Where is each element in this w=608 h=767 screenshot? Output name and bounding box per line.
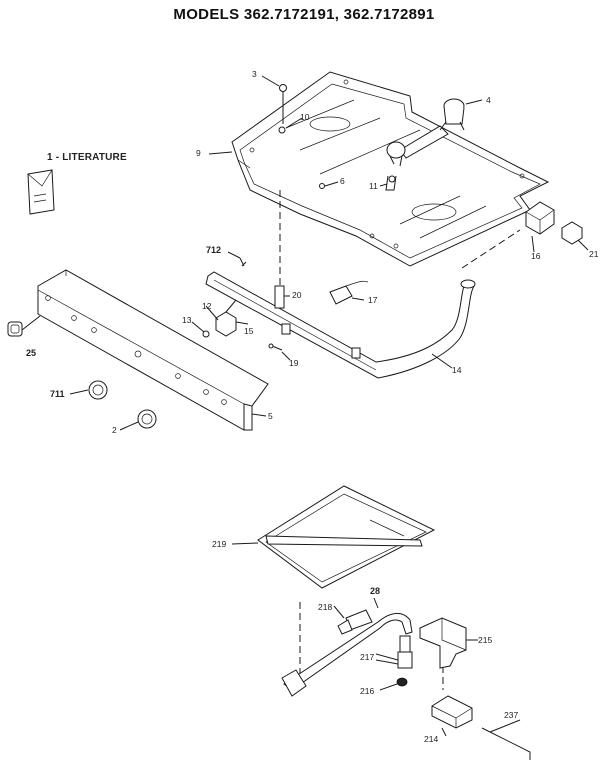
literature-packet <box>27 169 55 215</box>
label-11: 11 <box>369 181 378 191</box>
label-17: 17 <box>368 295 378 305</box>
burner-tube-218 <box>333 605 373 635</box>
label-215: 215 <box>478 635 493 645</box>
knob-25 <box>7 315 41 337</box>
valve-17 <box>329 280 369 305</box>
burner-valve-assembly <box>386 98 483 167</box>
tube-bracket-217 <box>281 613 413 697</box>
label-literature: 1 - LITERATURE <box>47 152 127 163</box>
knob-2 <box>119 409 157 431</box>
screw-19 <box>268 343 291 361</box>
item-28 <box>373 597 379 609</box>
label-20: 20 <box>292 290 302 300</box>
item-11 <box>379 175 397 191</box>
item-6 <box>319 181 339 189</box>
label-237: 237 <box>504 710 519 720</box>
label-711: 711 <box>50 389 65 399</box>
label-4: 4 <box>486 95 491 105</box>
valve-15 <box>215 299 249 337</box>
label-214: 214 <box>424 734 439 744</box>
label-28: 28 <box>370 586 381 596</box>
label-6: 6 <box>340 176 345 186</box>
label-10: 10 <box>300 112 310 122</box>
label-16: 16 <box>531 251 541 261</box>
label-14: 14 <box>452 365 462 375</box>
label-217: 217 <box>360 652 375 662</box>
washer-10 <box>278 117 303 134</box>
label-19: 19 <box>289 358 299 368</box>
label-712: 712 <box>206 245 222 255</box>
label-15: 15 <box>244 326 254 336</box>
label-2: 2 <box>112 425 117 435</box>
label-13: 13 <box>182 315 192 325</box>
control-panel <box>37 269 269 431</box>
switch-16 <box>525 201 555 253</box>
label-216: 216 <box>360 686 375 696</box>
screw-712 <box>227 251 247 267</box>
label-219: 219 <box>212 539 227 549</box>
knob-711 <box>69 380 108 400</box>
tube-20 <box>274 285 290 309</box>
manifold-tube <box>205 271 476 379</box>
item-216 <box>379 677 408 691</box>
label-9: 9 <box>196 148 201 158</box>
fitting-13 <box>191 321 210 338</box>
label-12: 12 <box>202 301 212 311</box>
label-218: 218 <box>318 602 333 612</box>
wire-237 <box>481 719 531 760</box>
baffle-219 <box>231 485 436 589</box>
screw-3 <box>261 75 287 124</box>
label-5: 5 <box>268 411 273 421</box>
bracket-215 <box>419 617 478 669</box>
burner-tray <box>231 71 550 267</box>
label-25: 25 <box>26 348 37 358</box>
item-21 <box>561 221 589 251</box>
igniter-214 <box>431 695 473 737</box>
label-21: 21 <box>589 249 599 259</box>
label-3: 3 <box>252 69 257 79</box>
diagram-title: MODELS 362.7172191, 362.7172891 <box>173 6 435 23</box>
